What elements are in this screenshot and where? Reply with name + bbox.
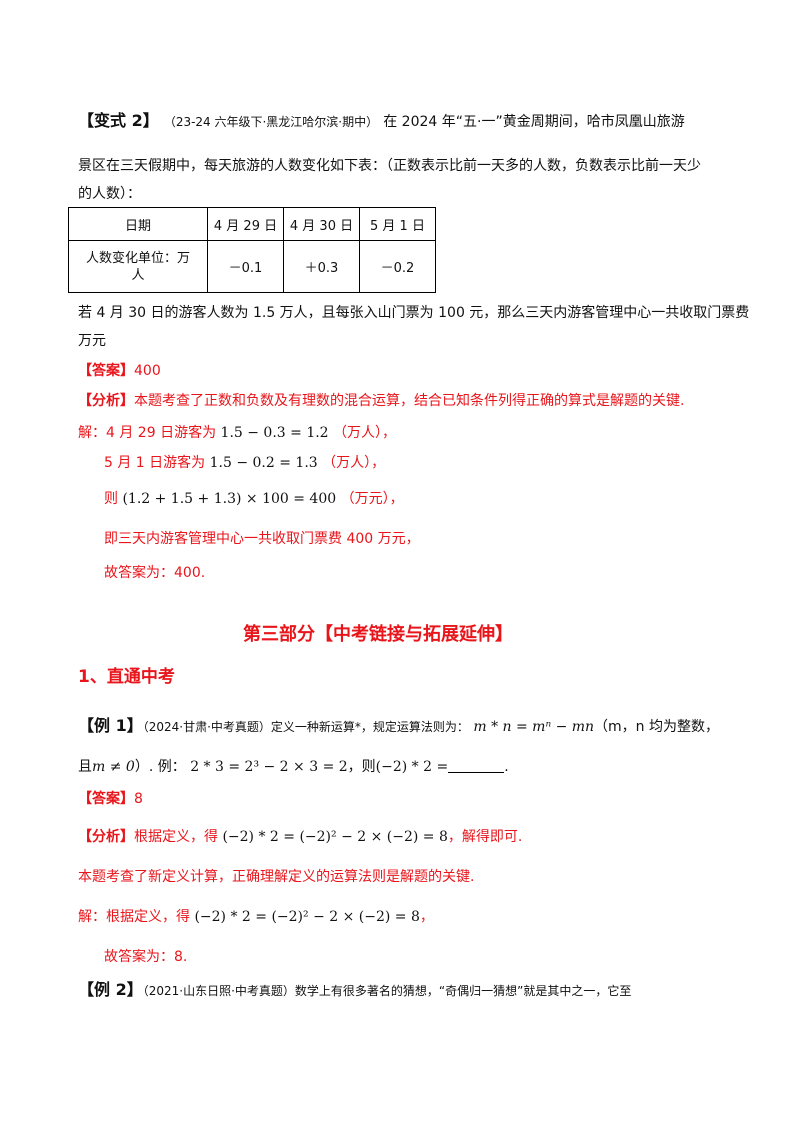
- question-line1: 若 4 月 30 日的游客人数为 1.5 万人，且每张入山门票为 100 元，那…: [78, 305, 750, 321]
- answer-tag: 【答案】: [78, 363, 134, 379]
- example2-tag: 【例 2】: [78, 980, 143, 999]
- example1-line2-mid: ）. 例：: [134, 759, 186, 775]
- variant2-source: （23-24 六年级下·黑龙江哈尔滨·期中）: [163, 115, 379, 129]
- example1-sol-prefix: 解：根据定义，得: [78, 909, 190, 925]
- example2-text: （2021·山东日照·中考真题）数学上有很多著名的猜想，“奇偶归一猜想”就是其中…: [142, 984, 632, 998]
- example1-sol-math: (−2) * 2 = (−2)² − 2 × (−2) = 8: [194, 909, 420, 925]
- example1-line2: 且m ≠ 0）. 例： 2 * 3 = 2³ − 2 × 3 = 2，则(−2)…: [78, 756, 509, 776]
- table-header-may1: 5 月 1 日: [359, 207, 436, 241]
- solution1-prefix: 解：4 月 29 日游客为: [78, 425, 217, 441]
- solution-line1: 解：4 月 29 日游客为 1.5 − 0.3 = 1.2 （万人），: [78, 422, 396, 442]
- example2-line1: 【例 2】（2021·山东日照·中考真题）数学上有很多著名的猜想，“奇偶归一猜想…: [78, 976, 631, 1000]
- answer-value: 400: [134, 363, 161, 379]
- example1-line2-prefix: 且: [78, 759, 92, 775]
- table-row-label-line1: 人数变化单位：万: [85, 250, 190, 266]
- answer-blank[interactable]: [448, 758, 505, 773]
- solution3-math: (1.2 + 1.5 + 1.3) × 100 = 400: [122, 491, 337, 507]
- variant2-line2: 景区在三天假期中，每天旅游的人数变化如下表：（正数表示比前一天多的人数，负数表示…: [78, 158, 701, 174]
- example1-tag: 【例 1】: [78, 716, 143, 735]
- example1-answer-tag: 【答案】: [78, 791, 134, 807]
- solution-line5: 故答案为：400.: [104, 565, 206, 581]
- table-row-label: 人数变化单位：万 人: [68, 240, 208, 293]
- analysis-text: 本题考查了正数和负数及有理数的混合运算，结合已知条件列得正确的算式是解题的关键.: [134, 393, 685, 409]
- solution3-unit: （万元），: [340, 491, 404, 507]
- example1-rule: m * n = mⁿ − mn: [473, 719, 595, 735]
- table-header-date: 日期: [68, 207, 208, 241]
- solution-line3: 则 (1.2 + 1.5 + 1.3) × 100 = 400 （万元），: [104, 488, 404, 508]
- example1-analysis-suffix: ，解得即可.: [447, 829, 523, 845]
- section1-title: 1、直通中考: [78, 667, 175, 687]
- example1-sol-suffix: ，: [419, 909, 434, 925]
- example1-text-b: （m，n 均为整数，: [594, 719, 720, 735]
- example1-note: 本题考查了新定义计算，正确理解定义的运算法则是解题的关键.: [78, 869, 475, 885]
- table-header-apr30: 4 月 30 日: [283, 207, 360, 241]
- example1-solution: 解：根据定义，得 (−2) * 2 = (−2)² − 2 × (−2) = 8…: [78, 906, 434, 926]
- solution1-unit: （万人），: [333, 425, 397, 441]
- example1-example: 2 * 3 = 2³ − 2 × 3 = 2: [190, 759, 348, 775]
- variant2-text: 在 2024 年“五·一”黄金周期间，哈市凤凰山旅游: [383, 114, 685, 130]
- answer-line: 【答案】400: [78, 360, 161, 380]
- solution3-prefix: 则: [104, 491, 118, 507]
- table-header-apr29: 4 月 29 日: [207, 207, 284, 241]
- example1-line1: 【例 1】（2024·甘肃·中考真题）定义一种新运算*，规定运算法则为： m *…: [78, 712, 719, 736]
- example1-text-a: （2024·甘肃·中考真题）定义一种新运算*，规定运算法则为：: [142, 720, 469, 734]
- solution-line4: 即三天内游客管理中心一共收取门票费 400 万元，: [104, 531, 420, 547]
- example1-analysis-tag: 【分析】: [78, 829, 134, 845]
- table-row-label-line2: 人: [131, 267, 145, 283]
- table-value-may1: －0.2: [359, 240, 436, 293]
- variant2-line3: 的人数）：: [78, 186, 141, 202]
- example1-answer-line: 【答案】8: [78, 788, 143, 808]
- solution1-math: 1.5 − 0.3 = 1.2: [220, 425, 329, 441]
- variant2-tag: 【变式 2】: [78, 111, 159, 130]
- example1-line2-then: ，则: [347, 759, 376, 775]
- variant2-line1: 【变式 2】 （23-24 六年级下·黑龙江哈尔滨·期中） 在 2024 年“五…: [78, 107, 685, 131]
- people-change-table: 日期 4 月 29 日 4 月 30 日 5 月 1 日 人数变化单位：万 人 …: [68, 207, 436, 293]
- example1-cond: m ≠ 0: [92, 759, 135, 775]
- example1-line2-end: .: [504, 759, 509, 775]
- solution2-prefix: 5 月 1 日游客为: [104, 455, 206, 471]
- example1-final: 故答案为：8.: [104, 949, 188, 965]
- analysis-line: 【分析】本题考查了正数和负数及有理数的混合运算，结合已知条件列得正确的算式是解题…: [78, 390, 684, 410]
- solution2-unit: （万人），: [322, 455, 386, 471]
- example1-analysis-math: (−2) * 2 = (−2)² − 2 × (−2) = 8: [222, 829, 448, 845]
- question-line2: 万元: [78, 333, 106, 349]
- example1-analysis-line: 【分析】根据定义，得 (−2) * 2 = (−2)² − 2 × (−2) =…: [78, 826, 522, 846]
- table-value-apr29: －0.1: [207, 240, 284, 293]
- analysis-tag: 【分析】: [78, 393, 134, 409]
- example1-analysis-prefix: 根据定义，得: [134, 829, 218, 845]
- example1-ask: (−2) * 2 =: [375, 759, 449, 775]
- solution-line2: 5 月 1 日游客为 1.5 − 0.2 = 1.3 （万人），: [104, 452, 385, 472]
- example1-answer-value: 8: [134, 791, 143, 807]
- part3-title: 第三部分【中考链接与拓展延伸】: [243, 624, 513, 645]
- table-value-apr30: ＋0.3: [283, 240, 360, 293]
- solution2-math: 1.5 − 0.2 = 1.3: [209, 455, 318, 471]
